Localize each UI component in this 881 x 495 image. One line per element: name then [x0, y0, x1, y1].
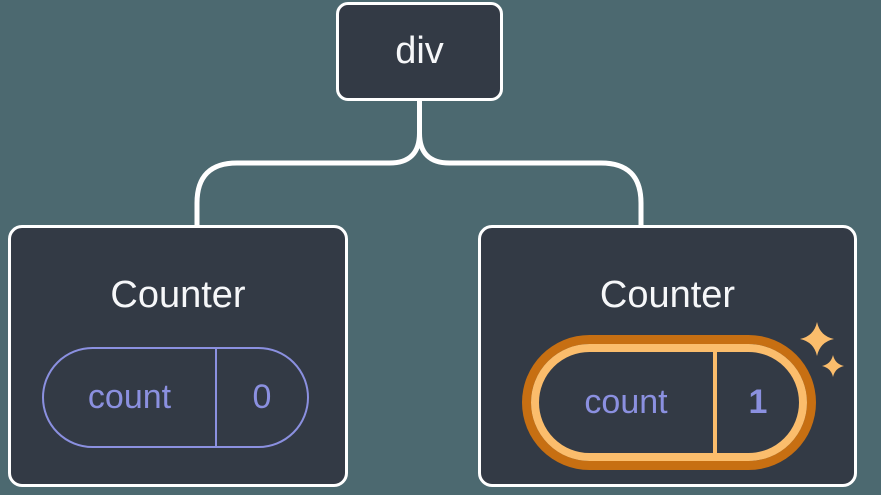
state-pill-highlighted: count 1: [531, 344, 807, 461]
pill-divider: [713, 352, 717, 453]
state-key-label: count: [584, 383, 668, 421]
root-node-label: div: [395, 30, 444, 72]
counter-card-left: Counter count 0: [8, 225, 348, 487]
counter-title: Counter: [110, 274, 246, 316]
counter-card-right: Counter count 1: [478, 225, 857, 487]
state-value: 0: [252, 378, 272, 416]
sparkle-icon: [800, 322, 844, 377]
pill-divider: [215, 349, 217, 446]
state-value: 1: [748, 383, 768, 421]
root-node-div: div: [336, 2, 503, 101]
state-pill: count 0: [42, 347, 309, 448]
counter-title: Counter: [599, 274, 736, 316]
state-key-label: count: [87, 378, 172, 416]
